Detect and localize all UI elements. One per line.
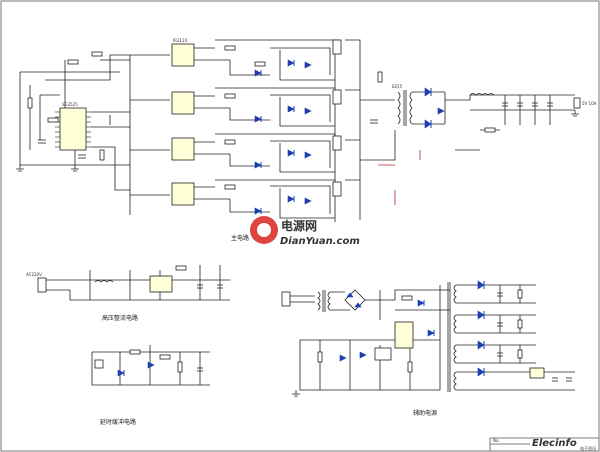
main-circuit: SG3525 — [16, 38, 597, 242]
title-block-label: No. — [493, 438, 500, 443]
main-transformer: EE55 — [392, 84, 413, 126]
logo-text: Elecinfo — [532, 438, 577, 449]
hv-rectifier-title: 高压整流电路 — [102, 314, 138, 322]
driver-channel-2 — [171, 87, 342, 140]
delay-buffer-title: 延时缓冲电路 — [100, 418, 136, 426]
title-block: No. — [489, 437, 599, 451]
watermark-en: DianYuan.com — [280, 236, 360, 247]
watermark-cn: 电源网 — [281, 218, 317, 233]
main-circuit-title: 主电路 — [231, 234, 249, 242]
driver-channel-3 — [171, 133, 342, 182]
pwm-controller-chip — [59, 107, 87, 151]
watermark: 电源网 DianYuan.com — [250, 216, 360, 247]
logo-subtext: 电子资讯 — [580, 445, 596, 451]
driver-channel-1 — [171, 39, 342, 90]
aux-supply-circuit: 辅助电源 — [281, 280, 575, 417]
output-rating-label: 5V 10A — [582, 101, 597, 106]
elecinfo-logo: Elecinfo 电子资讯 — [532, 438, 596, 451]
aux-supply-title: 辅助电源 — [413, 409, 437, 417]
delay-buffer-circuit: 延时缓冲电路 — [91, 345, 210, 426]
pwm-chip-label: SG3525 — [62, 102, 78, 107]
driver-channel-4 — [171, 179, 342, 222]
transformer-label: EE55 — [392, 84, 403, 89]
hv-input-label: AC220V — [26, 272, 42, 277]
hv-rectifier-circuit: AC220V 高压整流电路 — [26, 265, 230, 322]
driver-ic-label: IR2110 — [173, 38, 188, 43]
